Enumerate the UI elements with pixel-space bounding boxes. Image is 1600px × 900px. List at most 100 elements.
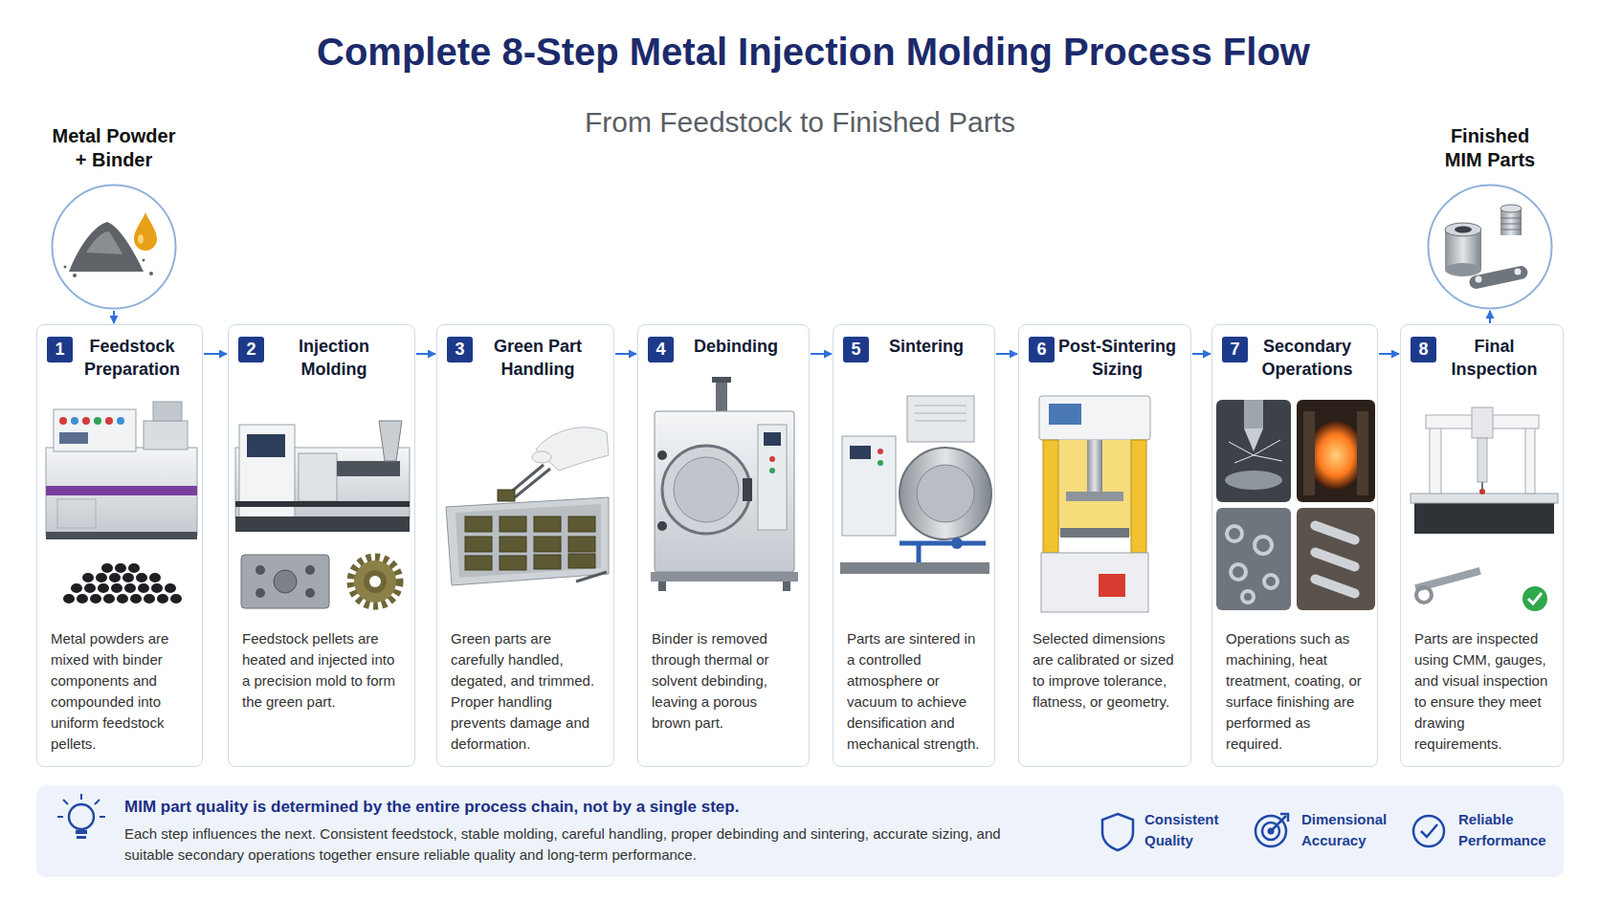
machine-band bbox=[235, 501, 410, 508]
gas-pipe bbox=[899, 541, 986, 547]
step-heading: Green Part Handling bbox=[475, 334, 600, 381]
pellet bbox=[89, 594, 102, 604]
flow-arrow bbox=[996, 353, 1018, 356]
vessel-door bbox=[916, 465, 975, 523]
pellet bbox=[124, 583, 136, 594]
furnace-glow bbox=[1307, 421, 1365, 490]
flow-arrow bbox=[1192, 353, 1211, 356]
mixer-head bbox=[143, 421, 188, 450]
flow-arrow bbox=[810, 353, 832, 356]
step-number-badge: 5 bbox=[843, 336, 869, 363]
circle-border bbox=[1428, 185, 1553, 310]
held-part bbox=[497, 489, 515, 502]
step-card: DebindingBinder is removed through therm… bbox=[637, 324, 810, 768]
circle-heading: Metal Powder + Binder bbox=[46, 124, 181, 173]
feature-label: Dimensional Accuracy bbox=[1301, 809, 1396, 852]
step-number: 6 bbox=[1028, 336, 1055, 363]
cutting-tool bbox=[1244, 428, 1264, 452]
link-bar bbox=[1467, 265, 1530, 291]
step-description: Parts are sintered in a controlled atmos… bbox=[846, 628, 985, 756]
finishing-photo bbox=[1296, 508, 1376, 611]
machine-base bbox=[45, 532, 198, 540]
panel-button bbox=[769, 456, 776, 463]
green-part bbox=[568, 554, 596, 569]
clamp-unit bbox=[298, 453, 337, 502]
link-hole bbox=[1514, 268, 1522, 276]
gas-pipe bbox=[916, 543, 922, 563]
step-card: Feedstock PreparationMetal powders are m… bbox=[36, 324, 203, 768]
band-heading: MIM part quality is determined by the en… bbox=[124, 797, 1564, 819]
pellet bbox=[143, 594, 156, 604]
vacuum-vessel bbox=[899, 447, 992, 540]
tray bbox=[445, 497, 609, 586]
small-part bbox=[1254, 536, 1272, 555]
powder-grain bbox=[64, 266, 67, 269]
text-holder: Dimensional Accuracy bbox=[1301, 809, 1396, 852]
step-number-badge: 2 bbox=[238, 336, 265, 363]
cmm-table bbox=[1410, 493, 1558, 504]
powder-grain bbox=[72, 273, 77, 278]
probe-stem bbox=[1481, 482, 1484, 490]
green-part bbox=[465, 516, 492, 533]
pellet bbox=[170, 594, 182, 604]
step-description: Binder is removed through thermal or sol… bbox=[651, 628, 800, 734]
powder-pile bbox=[68, 222, 144, 272]
glove-finger bbox=[532, 451, 552, 464]
small-part bbox=[1226, 526, 1243, 542]
step-description: Feedstock pellets are heated and injecte… bbox=[242, 628, 405, 713]
control-panel bbox=[53, 409, 136, 452]
furnace-leg bbox=[782, 581, 791, 592]
tweezers bbox=[514, 468, 551, 498]
pellet bbox=[164, 583, 177, 594]
band-text: Each step influences the next. Consisten… bbox=[124, 823, 1044, 867]
powder-grain bbox=[149, 271, 154, 276]
step-number-badge: 3 bbox=[446, 336, 473, 363]
pellet bbox=[156, 594, 169, 604]
mold-bolt bbox=[255, 565, 266, 576]
flow-arrow bbox=[112, 311, 115, 324]
door-inner bbox=[673, 457, 739, 523]
step-number: 7 bbox=[1222, 336, 1248, 363]
drop-highlight bbox=[137, 234, 144, 245]
panel-screen bbox=[763, 432, 781, 446]
bulb-base bbox=[75, 830, 88, 835]
cmm-column bbox=[1525, 426, 1535, 494]
flow-arrow bbox=[1378, 353, 1400, 356]
panel-button bbox=[877, 460, 884, 467]
press-pedal bbox=[1098, 574, 1126, 598]
pellet bbox=[149, 573, 161, 583]
pellet bbox=[135, 573, 148, 583]
step-card: SinteringParts are sintered in a control… bbox=[832, 324, 996, 768]
furnace-leg bbox=[658, 581, 667, 592]
green-part bbox=[499, 536, 527, 553]
spark bbox=[1253, 455, 1283, 462]
step-heading: Debinding bbox=[676, 334, 796, 358]
step-heading: Injection Molding bbox=[266, 334, 401, 381]
target-arrow-head bbox=[1280, 814, 1289, 823]
door-panel bbox=[57, 499, 96, 529]
panel-button bbox=[877, 448, 884, 455]
furnace-base bbox=[840, 562, 990, 575]
step-card: Green Part HandlingGreen parts are caref… bbox=[436, 324, 615, 768]
feature-label: Reliable Performance bbox=[1458, 809, 1555, 852]
injection-barrel bbox=[336, 461, 400, 477]
output-circle: Finished MIM Parts bbox=[1426, 183, 1554, 311]
purple-stripe bbox=[45, 486, 198, 496]
bushing-bottom bbox=[1444, 263, 1482, 277]
thread-line bbox=[1500, 218, 1522, 220]
control-cabinet bbox=[842, 436, 896, 536]
control-screen bbox=[246, 434, 286, 458]
circle-heading: Finished MIM Parts bbox=[1437, 124, 1543, 173]
step-description: Parts are inspected using CMM, gauges, a… bbox=[1414, 628, 1554, 756]
finished-pin bbox=[1309, 573, 1361, 600]
spark bbox=[1234, 455, 1254, 464]
workpiece bbox=[1224, 470, 1283, 490]
pellet bbox=[111, 583, 123, 594]
press-column bbox=[1131, 440, 1147, 554]
probe-tip bbox=[1479, 488, 1486, 495]
green-part bbox=[499, 555, 527, 571]
press-base bbox=[1041, 553, 1149, 613]
door-hinge bbox=[657, 521, 667, 532]
step-number: 4 bbox=[647, 336, 674, 363]
furnace-base bbox=[650, 572, 799, 582]
